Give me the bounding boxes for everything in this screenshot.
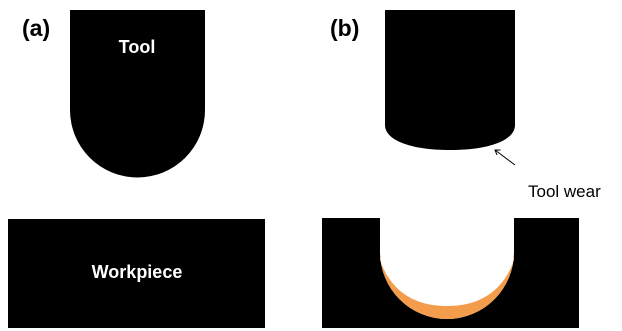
panel-a: (a) Tool Workpiece [8,10,265,328]
panel-b: (b) Tool wear [322,10,601,328]
wear-region [380,252,514,319]
tool-a-label: Tool [119,37,156,57]
workpiece-a [8,219,265,328]
worn-tool-b [385,10,515,150]
workpiece-b [322,218,579,328]
tool-a [70,10,205,178]
wear-pointer-line [494,149,516,166]
workpiece-a-label: Workpiece [92,262,183,282]
wear-pointer-arrowhead [494,149,501,156]
panel-b-label: (b) [330,15,359,41]
tool-wear-label: Tool wear [528,182,601,201]
panel-a-label: (a) [22,15,50,41]
